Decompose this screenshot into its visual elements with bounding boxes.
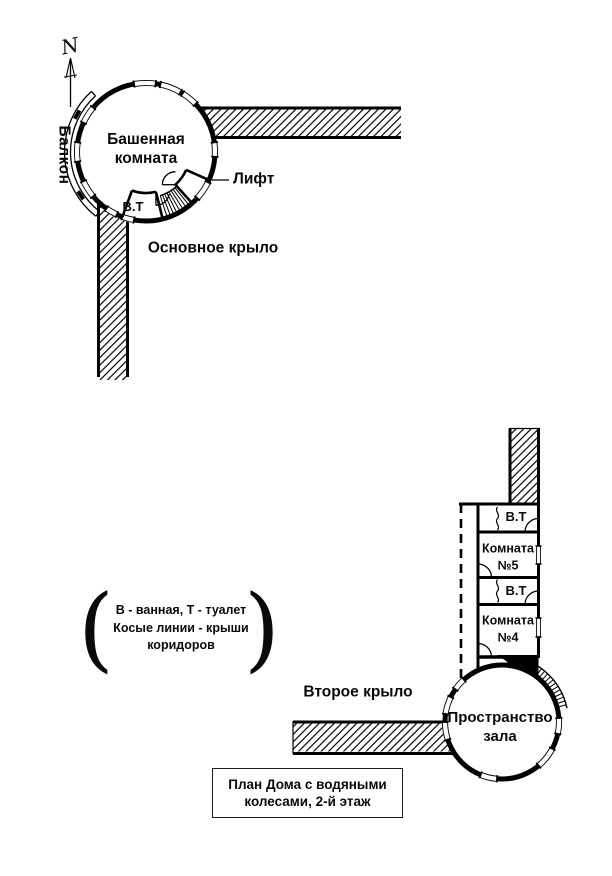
- north-arrow-icon: [63, 57, 78, 107]
- hall-details: [441, 655, 568, 783]
- annex-window-room5: [535, 545, 542, 565]
- annex-bath-toilet-lower-label: В.Т: [505, 583, 527, 599]
- annex-hall-junction: [497, 655, 539, 690]
- main-wing-corridor-east: [196, 106, 401, 139]
- annex-bath-toilet-upper-label: В.Т: [505, 509, 527, 525]
- room4-label: Комната №4: [482, 613, 534, 645]
- annex-window-room4: [535, 617, 542, 638]
- room5-label: Комната №5: [482, 541, 534, 573]
- lift-label: Лифт: [233, 170, 275, 188]
- main-wing-label: Основное крыло: [147, 239, 279, 257]
- second-wing-corridor-north: [508, 427, 540, 504]
- tower-bath-toilet-label: В.Т: [122, 199, 144, 215]
- balcony-label: Балкон: [55, 125, 73, 185]
- annex-building: [459, 502, 542, 682]
- tower-details: [63, 79, 219, 224]
- main-wing-corridor-south: [97, 204, 129, 380]
- second-wing-label: Второе крыло: [303, 683, 413, 701]
- legend-text: В - ванная, Т - туалет Косые линии - кры…: [113, 602, 249, 652]
- legend-close-paren: ): [244, 575, 280, 682]
- legend-open-paren: (: [78, 575, 114, 682]
- title-box: План Дома с водяными колесами, 2-й этаж: [212, 768, 403, 818]
- hall-space-label: Пространство зала: [447, 709, 553, 745]
- second-wing-corridor-west: [292, 720, 460, 755]
- tower-room-label: Башенная комната: [107, 131, 185, 167]
